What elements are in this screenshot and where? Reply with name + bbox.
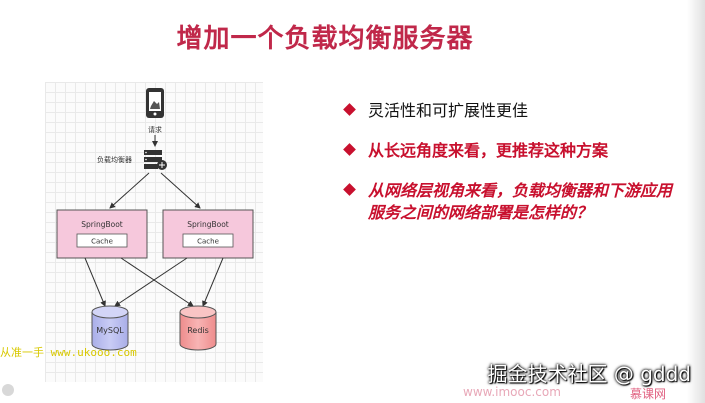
client-request-label: 请求 xyxy=(148,125,162,134)
bullet-text-3: 从网络层视角来看，负载均衡器和下游应用服务之间的网络部署是怎样的？ xyxy=(368,181,673,222)
bullet-text-1: 灵活性和可扩展性更佳 xyxy=(368,101,529,120)
server-2-to-mysql-arrow xyxy=(114,257,188,307)
server-1-to-mysql-arrow xyxy=(84,257,106,307)
source-watermark: 从准一手 www.ukooo.com xyxy=(0,346,137,359)
edge-shadow xyxy=(687,0,705,403)
bullet-item-1: 灵活性和可扩展性更佳 xyxy=(343,100,683,122)
server-1-cache: Cache xyxy=(91,238,113,246)
brand-watermark: 慕课网 xyxy=(630,387,667,401)
lb-to-server-1-arrow xyxy=(109,172,150,209)
mysql-database-icon: MySQL xyxy=(91,305,129,351)
bullet-text-2: 从长远角度来看，更推荐这种方案 xyxy=(368,141,609,160)
slide-title: 增加一个负载均衡服务器 xyxy=(176,24,474,54)
server-2-name: SpringBoot xyxy=(187,220,229,229)
load-balancer-label: 负载均衡器 xyxy=(97,155,132,164)
bullet-item-3: 从网络层视角来看，负载均衡器和下游应用服务之间的网络部署是怎样的？ xyxy=(343,180,683,224)
server-2-cache: Cache xyxy=(197,238,219,246)
springboot-server-1: SpringBoot Cache xyxy=(56,209,148,259)
load-balancer-icon xyxy=(144,150,167,170)
redis-label: Redis xyxy=(187,326,209,335)
diamond-bullet-icon xyxy=(343,183,356,196)
player-control-icon[interactable] xyxy=(2,384,14,396)
server-2-to-redis-arrow xyxy=(202,257,224,307)
bullet-item-2: 从长远角度来看，更推荐这种方案 xyxy=(343,140,683,162)
community-watermark: 掘金技术社区 @ gddd xyxy=(487,362,692,386)
site-watermark: www.imooc.com xyxy=(463,385,561,399)
server-1-name: SpringBoot xyxy=(81,220,123,229)
mobile-phone-icon xyxy=(146,88,164,118)
server-1-to-redis-arrow xyxy=(120,257,194,307)
mysql-label: MySQL xyxy=(96,326,124,335)
redis-database-icon: Redis xyxy=(179,305,217,351)
bullet-list: 灵活性和可扩展性更佳 从长远角度来看，更推荐这种方案 从网络层视角来看，负载均衡… xyxy=(343,100,683,242)
architecture-diagram: 请求 负载均衡器 SpringBoot Cache xyxy=(45,82,263,382)
diagram-svg: 请求 负载均衡器 SpringBoot Cache xyxy=(56,88,254,351)
lb-to-server-2-arrow xyxy=(160,172,201,209)
springboot-server-2: SpringBoot Cache xyxy=(162,209,254,259)
diamond-bullet-icon xyxy=(343,143,356,156)
diamond-bullet-icon xyxy=(343,103,356,116)
